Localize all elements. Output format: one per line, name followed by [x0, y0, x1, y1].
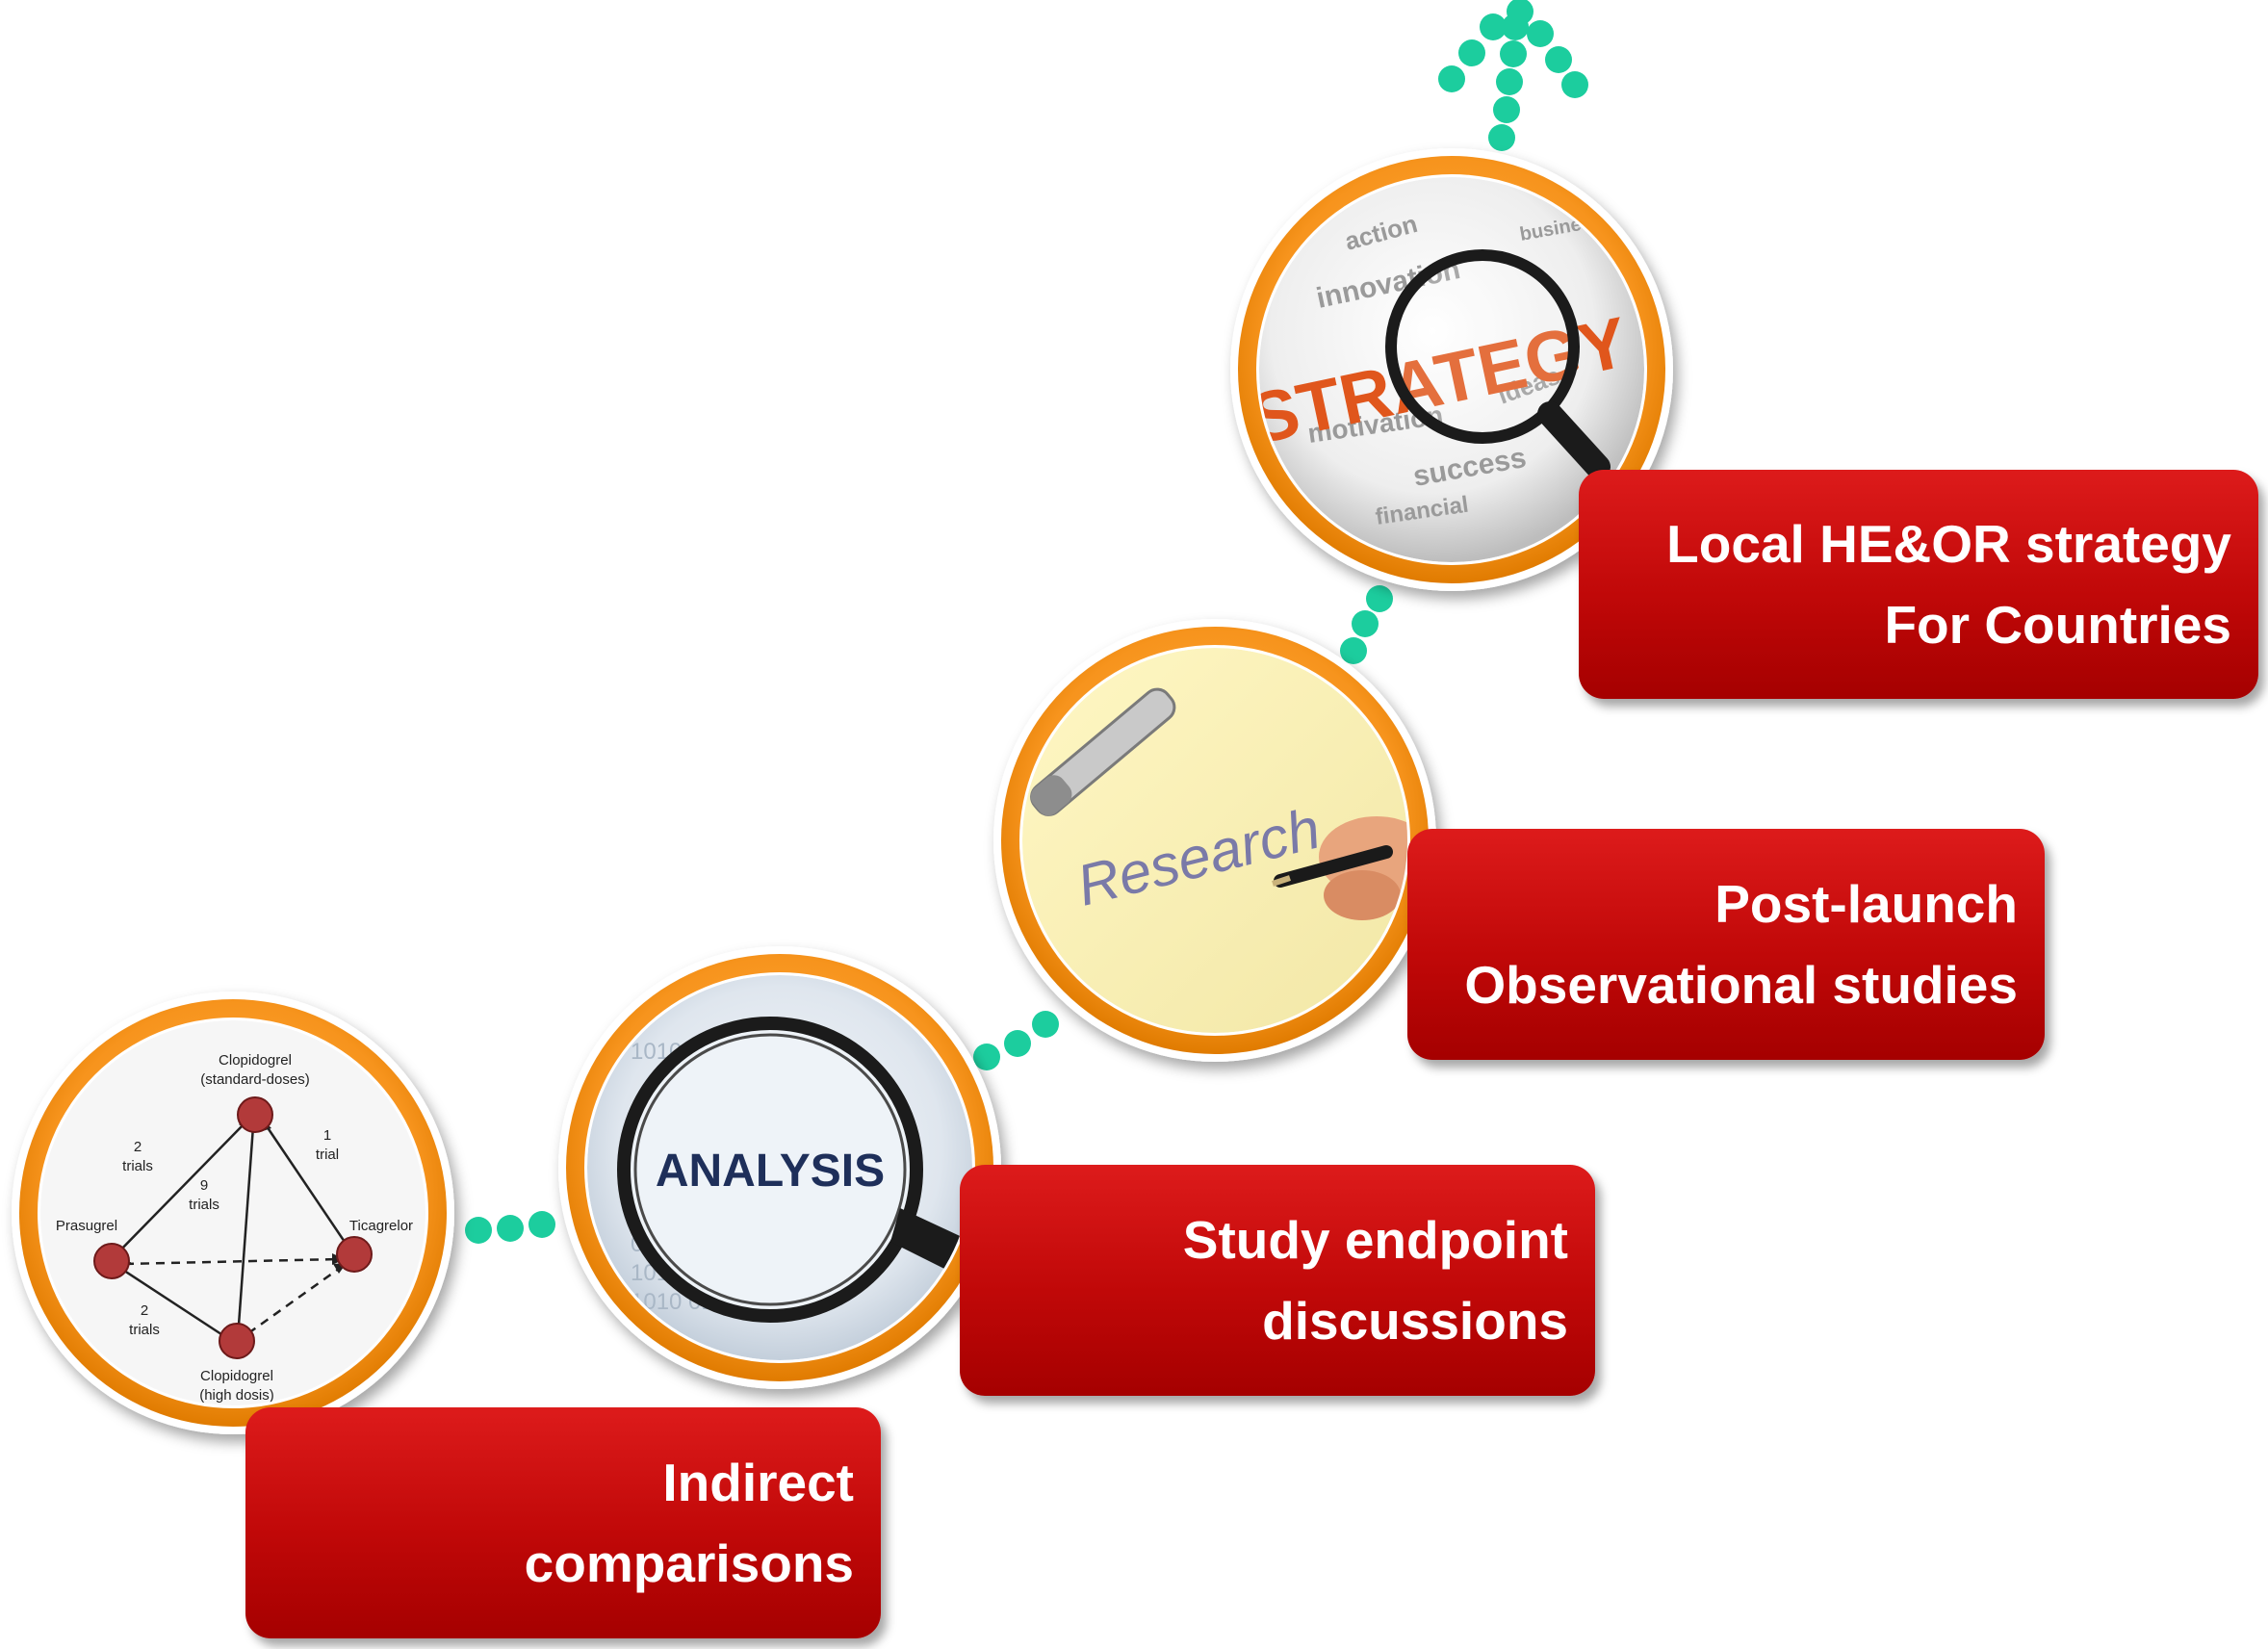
analysis-magnifier-image: 1010110 0110101 0111110 1100110 1011 110… [587, 975, 972, 1360]
step-label-line1: Study endpoint [1182, 1210, 1568, 1270]
node-bottom-label: Clopidogrel [200, 1368, 273, 1384]
connector-dots-2 [973, 1011, 1059, 1070]
node-bottom-sub: (high dosis) [199, 1387, 274, 1404]
network-diagram-image: Clopidogrel (standard-doses) Prasugrel T… [40, 1020, 425, 1405]
research-writing-image: Research [1022, 648, 1407, 1033]
step-circle-4: action innovation motivation success fin… [1230, 148, 1673, 591]
step-label-local-heor-strategy: Local HE&OR strategy For Countries [1579, 470, 2258, 699]
edge-bottom-unit: trials [129, 1322, 160, 1338]
step-circle-1: Clopidogrel (standard-doses) Prasugrel T… [12, 992, 454, 1434]
node-left-label: Prasugrel [56, 1218, 117, 1234]
up-arrow [1438, 0, 1588, 151]
edge-right-unit: trial [316, 1147, 339, 1163]
node-top-sub: (standard-doses) [200, 1071, 309, 1088]
strategy-sphere-image: action innovation motivation success fin… [1259, 177, 1644, 562]
edge-left-unit: trials [122, 1158, 153, 1174]
step-label-line2: For Countries [1884, 595, 2231, 655]
analysis-word: ANALYSIS [656, 1146, 885, 1197]
step-label-study-endpoint: Study endpoint discussions [960, 1165, 1595, 1396]
edge-center-count: 9 [200, 1177, 208, 1194]
edge-left-count: 2 [134, 1139, 142, 1155]
step-circle-2: 1010110 0110101 0111110 1100110 1011 110… [558, 946, 1001, 1389]
edge-center-unit: trials [189, 1197, 219, 1213]
edge-bottom-count: 2 [141, 1302, 148, 1319]
connector-dots-3 [1340, 585, 1393, 664]
connector-dots-1 [465, 1211, 555, 1244]
step-label-line2: discussions [1262, 1291, 1568, 1351]
step-label-line1: Indirect [662, 1453, 854, 1512]
node-right-label: Ticagrelor [349, 1218, 413, 1234]
step-label-line2: comparisons [524, 1533, 854, 1593]
step-label-indirect-comparisons: Indirect comparisons [245, 1407, 881, 1638]
step-circle-3: Research [993, 619, 1436, 1062]
step-label-line1: Post-launch [1714, 874, 2018, 934]
step-label-post-launch: Post-launch Observational studies [1407, 829, 2045, 1060]
node-top-label: Clopidogrel [219, 1052, 292, 1069]
edge-right-count: 1 [323, 1127, 331, 1144]
step-label-line2: Observational studies [1464, 955, 2018, 1015]
step-label-line1: Local HE&OR strategy [1666, 514, 2231, 574]
